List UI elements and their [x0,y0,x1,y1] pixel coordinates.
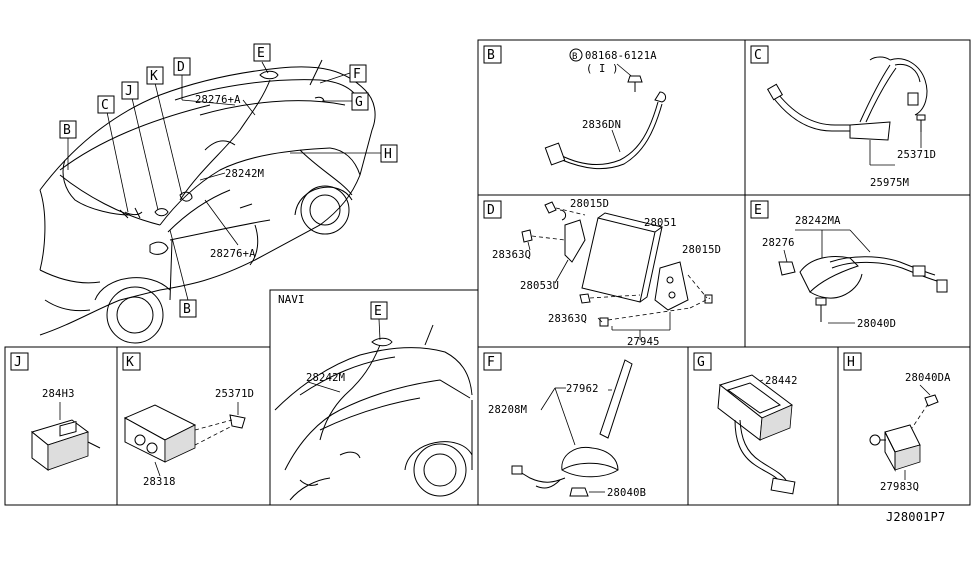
bolt-h-icon [924,394,939,407]
callout-d: D [177,60,185,75]
label-28040d: 28040D [857,318,896,330]
panel-frames [4,39,971,506]
callout-b-lower: B [183,302,191,317]
antenna-rod [599,359,633,439]
label-28318: 28318 [143,476,176,488]
callout-b: B [63,123,71,138]
panel-j-letter: J [14,355,22,370]
label-28040da: 28040DA [905,372,951,384]
label-284h3: 284H3 [42,388,75,400]
label-28053u: 28053U [520,280,559,292]
panel-k-frame [116,346,271,506]
panel-e-letter: E [754,203,762,218]
label-28242m: 28242M [225,168,264,180]
label-08168-6121a: 08168-6121A [585,50,657,62]
callout-f: F [353,67,361,82]
navi-e-letter: E [374,304,382,319]
label-28040b: 28040B [607,487,646,499]
label-28442: 28442 [765,375,798,387]
panel-f-frame [477,346,689,506]
callout-g: G [355,95,363,110]
panel-h-frame [837,346,971,506]
panel-k-letter: K [126,355,134,370]
panel-k: K 25371D 28318 [122,352,254,488]
label-28015d-right: 28015D [682,244,721,256]
label-28363q-bottom: 28363Q [548,313,587,325]
label-28208m: 28208M [488,404,527,416]
panel-d: D 28015D 28051 28015D 28363Q 28053U 2836… [483,198,721,348]
panel-f-letter: F [487,355,495,370]
clip-icon [778,261,796,276]
panel-j: J 284H3 [10,352,101,471]
label-27962: 27962 [566,383,599,395]
callout-b-box [59,120,77,139]
panel-e: E 28242MA 28276 28040D [750,200,948,330]
car-main-illustration [39,59,376,344]
control-module [581,217,656,303]
screw-icon [229,414,246,429]
panel-c-letter: C [754,48,762,63]
label-28363q-left: 28363Q [492,249,531,261]
panel-b-circle-b: B [572,52,578,62]
antenna-base [561,446,619,478]
panel-f: F 27962 28208M 28040B [483,352,646,499]
panel-g: G 28442 [693,352,798,495]
label-28276: 28276 [762,237,795,249]
panel-navi: NAVI E 28242M [274,293,473,501]
label-28242ma: 28242MA [795,215,841,227]
main-leader-lines [67,61,381,301]
label-qty: ( I ) [586,63,619,75]
callout-e: E [257,46,265,61]
label-2836dn: 2836DN [582,119,621,131]
label-25371d-c: 25371D [897,149,936,161]
label-25371d-k: 25371D [215,388,254,400]
relay-box [849,121,891,141]
label-27983q: 27983Q [880,481,919,493]
label-25975m: 25975M [870,177,909,189]
panel-navi-frame [269,289,479,506]
main-callouts: B C J K D E F G H B 28276+A 28242M 28276… [59,43,398,318]
callout-c: C [101,98,109,113]
panel-b-letter: B [487,48,495,63]
panel-b: B B 08168-6121A ( I ) 2836DN [483,45,667,170]
bolt-icon [627,75,643,83]
panel-g-letter: G [697,355,705,370]
callout-j: J [125,84,133,99]
callout-k: K [150,69,158,84]
label-28051: 28051 [644,217,677,229]
label-28276a-bottom: 28276+A [210,248,256,260]
panel-h: H 28040DA 27983Q [843,352,951,493]
panel-c-frame [744,39,971,196]
callout-h: H [384,147,392,162]
navi-label: NAVI [278,293,305,306]
panel-c: C 25371D 25975M [750,45,936,189]
label-28015d-top: 28015D [570,198,609,210]
panel-h-letter: H [847,355,855,370]
label-27945: 27945 [627,336,660,348]
label-28276a-top: 28276+A [195,94,241,106]
diagram-reference: J28001P7 [886,510,945,524]
label-28242m-navi: 28242M [306,372,345,384]
panel-d-letter: D [487,203,495,218]
